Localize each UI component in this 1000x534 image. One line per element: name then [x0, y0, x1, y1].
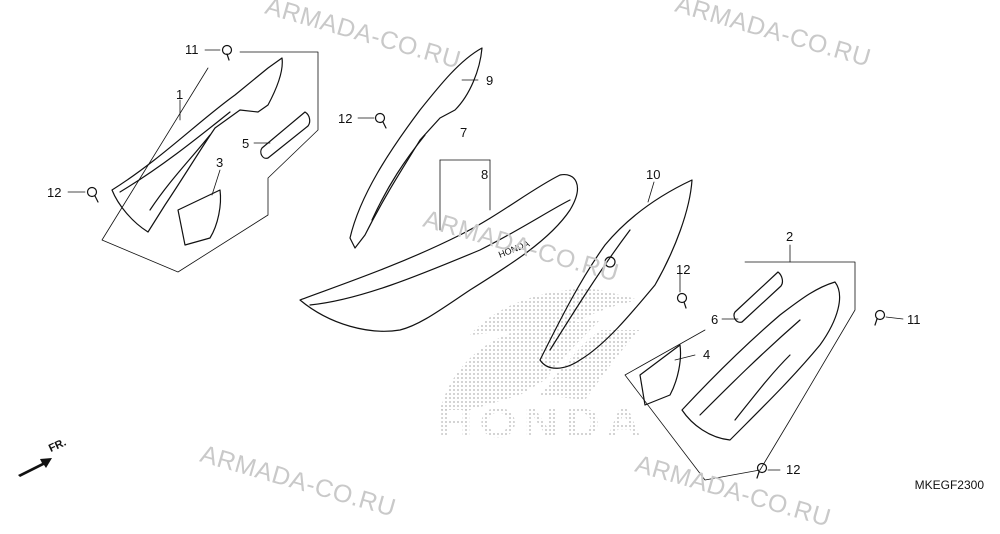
callout-6: 6: [711, 312, 719, 327]
bolt-11-right: [874, 309, 886, 326]
callout-8: 8: [481, 167, 489, 182]
callout-12-upper: 12: [338, 111, 353, 126]
diagram-code: MKEGF2300: [914, 478, 984, 492]
front-arrow-icon: [18, 458, 52, 477]
bolt-12-left: [86, 186, 99, 203]
bolt-12-mid: [676, 292, 688, 309]
right-emblem-plate: [639, 344, 682, 406]
right-side-cover: [681, 281, 841, 441]
left-group-frame: [101, 51, 319, 273]
callout-11-left: 11: [185, 42, 199, 57]
callout-5: 5: [242, 136, 250, 151]
honda-wing-logo: HONDA: [438, 289, 648, 446]
rear-upper-cowl: [349, 47, 483, 249]
callout-2: 2: [786, 229, 794, 244]
leader-lines: [67, 49, 904, 471]
rear-side-cover: [539, 179, 693, 369]
callout-11-right: 11: [907, 312, 921, 327]
left-emblem-plate: [177, 189, 222, 246]
bolt-12-right: [756, 462, 768, 479]
callout-7: 7: [460, 125, 468, 140]
callout-12-right: 12: [786, 462, 801, 477]
grommet: [604, 256, 616, 268]
seat: [299, 174, 578, 332]
callout-3: 3: [216, 155, 224, 170]
callout-9: 9: [486, 73, 494, 88]
left-rubber-strip: [260, 111, 311, 159]
callout-12-mid: 12: [676, 262, 691, 277]
bolt-12-upper: [374, 112, 387, 129]
right-rubber-strip: [733, 271, 784, 323]
left-side-cover: [111, 57, 283, 233]
callout-12-left: 12: [47, 185, 62, 200]
callout-10: 10: [646, 167, 661, 182]
right-group-frame: [624, 261, 856, 481]
bolt-11-left: [221, 44, 233, 61]
honda-logo-text: HONDA: [438, 399, 648, 446]
callout-1: 1: [176, 87, 184, 102]
callout-4: 4: [703, 347, 711, 362]
parts-diagram: HONDA HONDA: [18, 44, 904, 481]
